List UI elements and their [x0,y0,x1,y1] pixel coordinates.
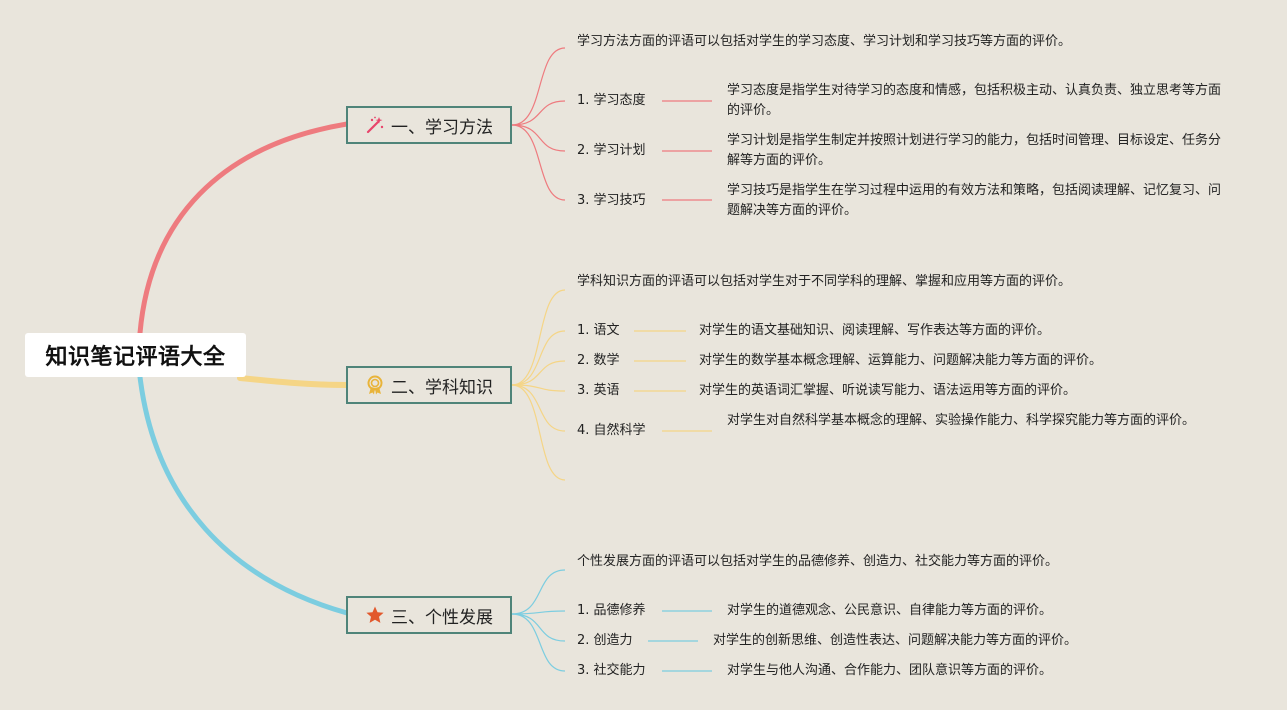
main-branch-line [137,121,350,336]
branch-subject-knowledge[interactable]: 二、学科知识 [346,366,512,404]
subtopic-label[interactable]: 1. 学习态度 [577,93,646,108]
root-topic[interactable]: 知识笔记评语大全 [25,333,246,377]
subtopic-text: 学习技巧是指学生在学习过程中运用的有效方法和策略，包括阅读理解、记忆复习、问题解… [727,183,1222,218]
subtopic-text: 对学生对自然科学基本概念的理解、实验操作能力、科学探究能力等方面的评价。 [727,413,1196,428]
root-title: 知识笔记评语大全 [45,345,226,370]
subtopic-text: 对学生的创新思维、创造性表达、问题解决能力等方面的评价。 [713,633,1078,648]
branch-description: 学科知识方面的评语可以包括对学生对于不同学科的理解、掌握和应用等方面的评价。 [577,274,1072,289]
subtopic-label[interactable]: 3. 社交能力 [577,663,646,678]
sub-branch-line [511,384,566,481]
subtopic-text: 对学生的语文基础知识、阅读理解、写作表达等方面的评价。 [699,323,1051,338]
sub-branch-line [511,124,566,152]
subtopic-label[interactable]: 3. 学习技巧 [577,193,646,208]
subtopic-label[interactable]: 1. 语文 [577,323,620,338]
branch-learning-methods[interactable]: 一、学习方法 [346,106,512,144]
sub-branch-line [511,100,566,126]
sub-branch-line [511,613,566,642]
subtopic-label[interactable]: 4. 自然科学 [577,423,646,438]
branch-description: 个性发展方面的评语可以包括对学生的品德修养、创造力、社交能力等方面的评价。 [577,554,1059,569]
star-icon [365,605,385,625]
subtopic-text: 对学生的数学基本概念理解、运算能力、问题解决能力等方面的评价。 [699,353,1103,368]
branch-title: 一、学习方法 [391,117,493,138]
medal-icon [365,375,385,395]
sub-branch-line [511,613,566,672]
sub-branch-line [511,289,566,386]
subtopic-label[interactable]: 2. 学习计划 [577,143,646,158]
main-branch-line [137,374,350,616]
subtopic-label[interactable]: 2. 数学 [577,353,620,368]
branch-personal-development[interactable]: 三、个性发展 [346,596,512,634]
sub-branch-line [511,384,566,432]
branch-title: 三、个性发展 [391,607,493,628]
subtopic-text: 对学生的道德观念、公民意识、自律能力等方面的评价。 [727,603,1053,618]
subtopic-text: 对学生与他人沟通、合作能力、团队意识等方面的评价。 [727,663,1053,678]
branch-title: 二、学科知识 [391,377,493,398]
sub-branch-line [511,330,566,386]
branch-description: 学习方法方面的评语可以包括对学生的学习态度、学习计划和学习技巧等方面的评价。 [577,34,1072,49]
main-branch-line [237,375,350,388]
sub-branch-line [511,360,566,386]
sub-branch-line [511,124,566,201]
sub-branch-line [511,569,566,615]
subtopic-text: 学习态度是指学生对待学习的态度和情感，包括积极主动、认真负责、独立思考等方面的评… [727,83,1222,118]
magic-wand-icon [365,115,385,135]
subtopic-label[interactable]: 3. 英语 [577,383,620,398]
subtopic-label[interactable]: 2. 创造力 [577,633,633,648]
subtopic-label[interactable]: 1. 品德修养 [577,603,646,618]
sub-branch-line [511,47,566,126]
subtopic-text: 学习计划是指学生制定并按照计划进行学习的能力，包括时间管理、目标设定、任务分解等… [727,133,1222,168]
sub-branch-line [511,384,566,392]
sub-branch-line [511,610,566,615]
subtopic-text: 对学生的英语词汇掌握、听说读写能力、语法运用等方面的评价。 [699,383,1077,398]
